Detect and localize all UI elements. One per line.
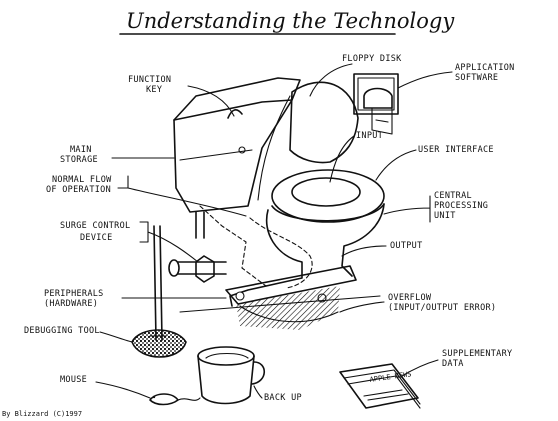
label-data: DATA: [442, 359, 464, 369]
newspaper-stack: APPLE NEWS: [339, 363, 421, 409]
toilet-drawing: [168, 77, 385, 330]
mouse-animal: [149, 393, 201, 406]
label-input: INPUT: [356, 131, 383, 141]
credit-text: By Blizzard (C)1997: [2, 410, 82, 418]
label-peripherals: PERIPHERALS: [44, 289, 104, 299]
toilet-base: [225, 265, 357, 305]
plunger: [131, 225, 187, 358]
toilet-paper-holder: [353, 73, 399, 135]
toilet-handle: [227, 109, 243, 119]
valve: [195, 255, 215, 283]
toilet-tank: [173, 77, 301, 213]
label-function: FUNCTION: [128, 75, 171, 85]
label-key: KEY: [146, 85, 162, 95]
label-unit: UNIT: [434, 211, 456, 221]
label-normal-flow: NORMAL FLOW: [52, 175, 112, 185]
label-user-interface: USER INTERFACE: [418, 145, 494, 155]
label-input-output-error: (INPUT/OUTPUT ERROR): [388, 303, 496, 313]
flow-path: [249, 217, 313, 289]
label-mouse: MOUSE: [60, 375, 87, 385]
label-back-up: BACK UP: [264, 393, 302, 403]
label-floppy-disk: FLOPPY DISK: [342, 54, 402, 64]
label-supplementary: SUPPLEMENTARY: [442, 349, 512, 359]
label-central: CENTRAL: [434, 191, 472, 201]
label-debugging-tool: DEBUGGING TOOL: [24, 326, 100, 336]
label-processing: PROCESSING: [434, 201, 488, 211]
page-title: Understanding the Technology: [126, 9, 455, 33]
toilet-lid: [289, 81, 359, 164]
label-surge-control: SURGE CONTROL: [60, 221, 130, 231]
toilet-seat: [271, 169, 385, 223]
label-of-operation: OF OPERATION: [46, 185, 111, 195]
bucket: [197, 346, 266, 405]
label-software: SOFTWARE: [455, 73, 498, 83]
label-application: APPLICATION: [455, 63, 515, 73]
label-overflow: OVERFLOW: [388, 293, 432, 303]
label-hardware: (HARDWARE): [44, 299, 98, 309]
label-storage: STORAGE: [60, 155, 98, 165]
label-device: DEVICE: [80, 233, 113, 243]
label-main: MAIN: [70, 145, 92, 155]
label-output: OUTPUT: [390, 241, 423, 251]
